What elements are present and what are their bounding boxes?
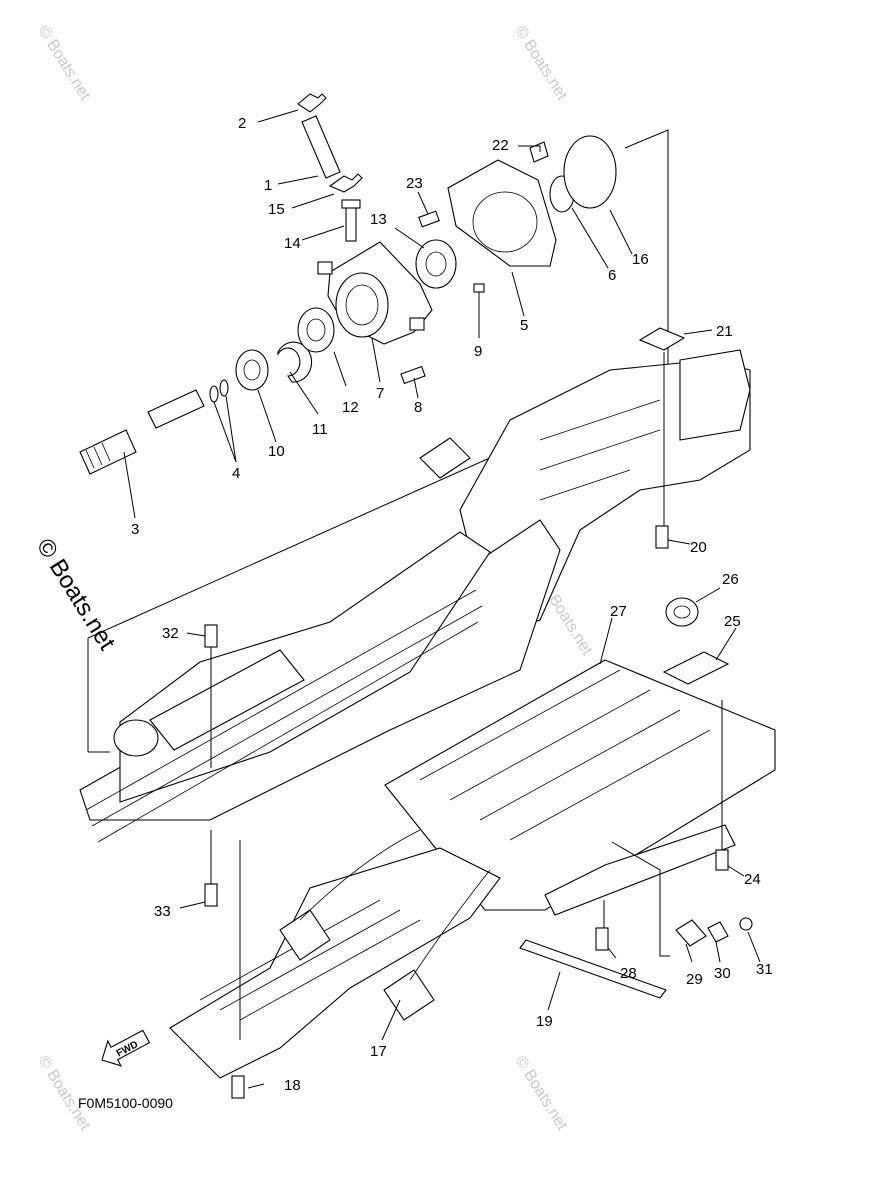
clip-part-15 — [328, 173, 363, 193]
plate-part-30 — [707, 921, 729, 943]
o-ring-part-4b — [219, 379, 229, 397]
callout-20: 20 — [690, 539, 707, 556]
callout-8: 8 — [414, 399, 422, 416]
plate-part-21 — [638, 327, 686, 351]
seal-part-13 — [415, 239, 457, 289]
clamp-part-29 — [675, 919, 707, 947]
shaft-assembly — [79, 93, 363, 475]
watermark-top-left: © Boats.net — [35, 23, 94, 104]
bolt-part-32 — [204, 624, 218, 648]
duct-pipe-end — [113, 719, 159, 757]
callout-11: 11 — [312, 421, 328, 438]
bearing-part-12 — [297, 307, 335, 353]
strip-part-19 — [519, 939, 667, 999]
leader-lines — [123, 109, 761, 1089]
callout-14: 14 — [284, 235, 301, 252]
bolt-part-8 — [400, 365, 426, 385]
o-ring-part-16 — [563, 135, 617, 209]
callout-13: 13 — [370, 211, 387, 228]
callout-2: 2 — [238, 115, 246, 132]
callout-7: 7 — [376, 385, 384, 402]
bolt-part-33 — [204, 883, 218, 907]
callout-30: 30 — [714, 965, 731, 982]
watermark-bottom-left: © Boats.net — [35, 1053, 94, 1134]
callout-29: 29 — [686, 971, 703, 988]
bearing-housing-part-7 — [317, 241, 433, 345]
grommet-part-26 — [665, 597, 699, 627]
intake-grate-part-17 — [169, 829, 501, 1079]
fwd-label: FWD — [115, 1039, 140, 1059]
callout-17: 17 — [370, 1043, 387, 1060]
pin-part-1 — [301, 115, 341, 179]
ride-plate-part-27 — [384, 659, 776, 916]
callout-9: 9 — [474, 343, 482, 360]
bolt-part-23 — [418, 210, 440, 228]
callout-6: 6 — [608, 267, 616, 284]
circlip-part-11 — [277, 341, 313, 383]
callout-1: 1 — [264, 177, 272, 194]
bolt-part-14 — [345, 204, 357, 242]
callout-3: 3 — [131, 521, 139, 538]
callout-21: 21 — [716, 323, 733, 340]
callout-33: 33 — [154, 903, 171, 920]
callout-19: 19 — [536, 1013, 553, 1030]
bolt-part-28 — [595, 927, 609, 951]
shaft-end-part-3 — [79, 429, 137, 475]
callout-24: 24 — [744, 871, 761, 888]
callout-26: 26 — [722, 571, 739, 588]
callout-18: 18 — [284, 1077, 301, 1094]
pin-part-9 — [473, 283, 485, 293]
callout-10: 10 — [268, 443, 285, 460]
bolt-part-20 — [655, 525, 669, 549]
plate-part-22 — [529, 141, 549, 163]
o-ring-part-4a — [209, 385, 219, 403]
clip-part-2 — [297, 93, 327, 113]
callout-31: 31 — [756, 961, 773, 978]
screw-part-31 — [739, 917, 753, 931]
callout-28: 28 — [620, 965, 637, 982]
callout-4: 4 — [232, 465, 240, 482]
watermark-top-right: © Boats.net — [512, 23, 571, 104]
callout-25: 25 — [724, 613, 741, 630]
bolt-part-18 — [231, 1075, 245, 1099]
callout-15: 15 — [268, 201, 285, 218]
callout-16: 16 — [632, 251, 649, 268]
fwd-arrow-icon: FWD — [101, 1029, 151, 1067]
callout-12: 12 — [342, 399, 359, 416]
bracket-part-25 — [662, 651, 730, 685]
watermark-main: © Boats.net — [31, 534, 121, 655]
callout-5: 5 — [520, 317, 528, 334]
diagram-code: F0M5100-0090 — [78, 1095, 173, 1111]
callout-23: 23 — [406, 175, 423, 192]
callout-labels: 2 1 15 14 13 23 22 16 6 5 9 7 8 12 11 10… — [131, 115, 773, 1094]
callout-22: 22 — [492, 137, 509, 154]
cover-part-5 — [447, 159, 557, 267]
intake-duct — [79, 437, 561, 843]
watermark-bottom-right: © Boats.net — [512, 1053, 571, 1134]
callout-27: 27 — [610, 603, 627, 620]
bearing-part-10 — [235, 349, 269, 391]
bolt-part-24 — [715, 849, 729, 871]
callout-32: 32 — [162, 625, 179, 642]
shaft-tube — [147, 389, 205, 429]
